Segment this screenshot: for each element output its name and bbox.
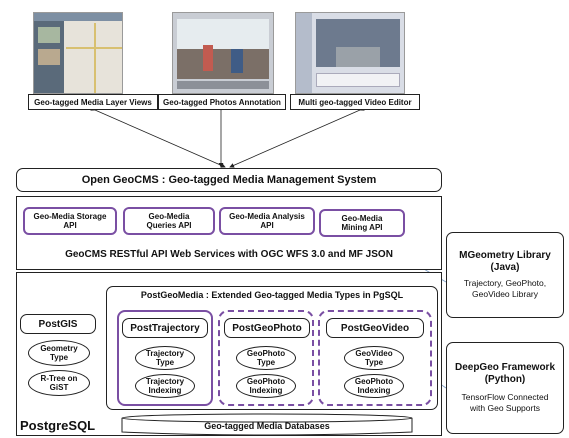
trajectory-type: Trajectory Type: [135, 346, 195, 370]
photo-person: [231, 49, 243, 73]
postgis-title-box: PostGIS: [20, 314, 96, 334]
media-databases: Geo-tagged Media Databases: [118, 412, 416, 436]
photo-sky: [177, 19, 269, 49]
postgeophoto-title-box: PostGeoPhoto: [224, 318, 310, 338]
mgeometry-library-box: MGeometry Library (Java) Trajectory, Geo…: [446, 232, 564, 318]
caption-photos-annotation: Geo-tagged Photos Annotation: [158, 94, 286, 110]
restful-label-wrap: GeoCMS RESTful API Web Services with OGC…: [17, 245, 441, 263]
geocms-api-panel: Geo-Media Storage API Geo-Media Queries …: [16, 196, 442, 270]
api-mining-label: Geo-Media Mining API: [341, 214, 383, 232]
api-storage-label: Geo-Media Storage API: [33, 212, 107, 230]
module-postgeophoto: [218, 310, 314, 406]
database-cylinder-icon: [121, 413, 413, 436]
trajectory-indexing: Trajectory Indexing: [135, 374, 195, 398]
module-postgeovideo: [318, 310, 432, 406]
posttrajectory-title: PostTrajectory: [130, 322, 200, 334]
mgeometry-desc: Trajectory, GeoPhoto, GeoVideo Library: [463, 278, 547, 299]
postgeovideo-title-box: PostGeoVideo: [326, 318, 424, 338]
geovideo-type: GeoVideo Type: [344, 346, 404, 370]
postgeophoto-title: PostGeoPhoto: [232, 322, 302, 334]
video-sidebar: [296, 13, 312, 93]
api-analysis-label: Geo-Media Analysis API: [229, 212, 305, 230]
postgis-title: PostGIS: [38, 318, 78, 330]
api-queries-label: Geo-Media Queries API: [146, 212, 192, 230]
api-storage: Geo-Media Storage API: [23, 207, 117, 235]
photo-strip: [177, 81, 269, 89]
map-thumbnail: [38, 49, 60, 65]
geocms-title: Open GeoCMS : Geo-tagged Media Managemen…: [81, 174, 377, 186]
deepgeo-framework-box: DeepGeo Framework (Python) TensorFlow Co…: [446, 342, 564, 434]
caption-video-editor: Multi geo-tagged Video Editor: [290, 94, 420, 110]
deepgeo-title: DeepGeo Framework (Python): [454, 362, 556, 385]
map-header: [34, 13, 122, 21]
api-mining: Geo-Media Mining API: [319, 209, 405, 237]
postgresql-label: PostgreSQL: [20, 418, 96, 433]
mgeometry-title: MGeometry Library (Java): [459, 250, 551, 273]
layer-views-screenshot: [33, 12, 123, 94]
map-road: [94, 23, 96, 93]
api-queries: Geo-Media Queries API: [123, 207, 215, 235]
postgis-geometry-type: Geometry Type: [28, 340, 90, 366]
geophoto-indexing: GeoPhoto Indexing: [236, 374, 296, 398]
photos-annotation-screenshot: [172, 12, 274, 94]
video-editor-screenshot: [295, 12, 405, 94]
media-databases-label: Geo-tagged Media Databases: [204, 421, 330, 431]
video-timeline: [316, 73, 400, 87]
geophoto-type: GeoPhoto Type: [236, 346, 296, 370]
postgeomedia-title: PostGeoMedia : Extended Geo-tagged Media…: [140, 290, 404, 300]
module-posttrajectory: [117, 310, 213, 406]
geovideo-indexing: GeoPhoto Indexing: [344, 374, 404, 398]
video-road: [336, 47, 380, 67]
caption-layer-views: Geo-tagged Media Layer Views: [28, 94, 158, 110]
arrow-layer-views: [90, 106, 226, 168]
postgeovideo-title: PostGeoVideo: [340, 322, 410, 334]
posttrajectory-title-box: PostTrajectory: [122, 318, 208, 338]
restful-label: GeoCMS RESTful API Web Services with OGC…: [65, 248, 393, 260]
photo-person: [203, 45, 213, 71]
api-analysis: Geo-Media Analysis API: [219, 207, 315, 235]
arrow-video-editor: [229, 106, 365, 168]
postgis-rtree-gist: R-Tree on GiST: [28, 370, 90, 396]
deepgeo-desc: TensorFlow Connected with Geo Supports: [461, 392, 549, 413]
photo-scene: [177, 49, 269, 79]
geocms-title-box: Open GeoCMS : Geo-tagged Media Managemen…: [16, 168, 442, 192]
map-thumbnail: [38, 27, 60, 43]
